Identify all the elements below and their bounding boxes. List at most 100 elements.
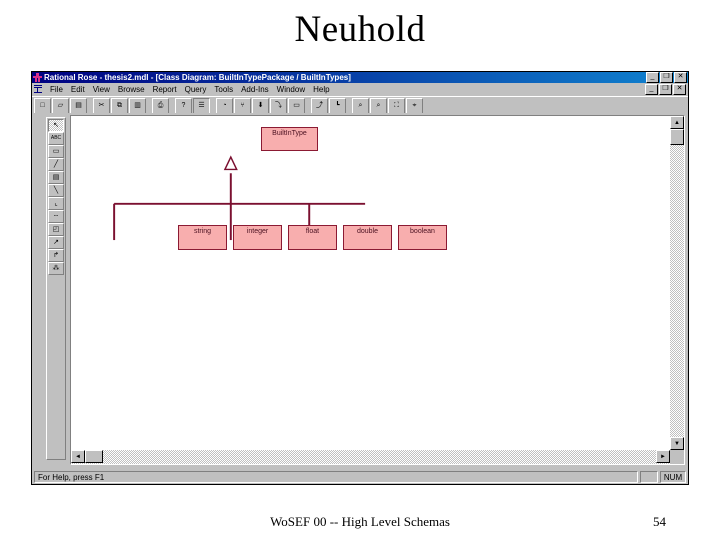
use-case-diagram-icon: ◔: [222, 102, 227, 109]
window-controls: _ ❐ ✕: [646, 72, 687, 83]
menu-item-window[interactable]: Window: [276, 84, 306, 94]
print-button[interactable]: ⎙: [152, 97, 169, 114]
package-tool[interactable]: ◰: [48, 223, 64, 236]
mdi-child-controls: _ ❐ ✕: [645, 83, 686, 95]
undo-fit-button[interactable]: ⌖: [406, 97, 423, 114]
browse-component-diagram-button[interactable]: ⑂: [234, 97, 251, 114]
window-close-button[interactable]: ✕: [674, 72, 687, 83]
scroll-left-button[interactable]: ◄: [71, 450, 85, 463]
horizontal-scrollbar[interactable]: ◄ ►: [71, 450, 670, 464]
scrollbar-corner: [670, 450, 684, 464]
browse-previous-button[interactable]: ┗: [329, 97, 346, 114]
zoom-in-button[interactable]: ⌕: [352, 97, 369, 114]
scroll-down-button[interactable]: ▼: [670, 437, 684, 450]
window-restore-button[interactable]: ❐: [660, 72, 673, 83]
browse-class-diagram-button[interactable]: ☰: [193, 97, 210, 114]
note-anchor-tool[interactable]: ╱: [48, 158, 64, 171]
zoom-out-button[interactable]: ⌕: [370, 97, 387, 114]
new-model-button[interactable]: □: [34, 97, 51, 114]
class-box-float[interactable]: float: [288, 225, 337, 250]
class-tool[interactable]: ▤: [48, 171, 64, 184]
work-area: ↖ ABC ▭ ╱ ▤ ╲ ⌞ ┄ ◰ ↗ ↱ ⁂: [32, 113, 688, 468]
menu-item-query[interactable]: Query: [184, 84, 207, 94]
generalization-tool[interactable]: ↗: [48, 236, 64, 249]
page-title: Neuhold: [294, 9, 426, 50]
vertical-scroll-thumb[interactable]: [670, 129, 684, 145]
save-model-button[interactable]: ▤: [70, 97, 87, 114]
mdi-close-button[interactable]: ✕: [673, 83, 686, 95]
interface-tool[interactable]: ⁂: [48, 262, 64, 275]
cut-button[interactable]: ✂: [93, 97, 110, 114]
copy-icon: ⧉: [117, 102, 122, 109]
realize-tool[interactable]: ↱: [48, 249, 64, 262]
scroll-right-button[interactable]: ►: [656, 450, 670, 463]
open-model-button[interactable]: ▱: [52, 97, 69, 114]
note-icon: ▭: [52, 148, 60, 155]
browse-interaction-diagram-button[interactable]: ⤵: [270, 97, 287, 114]
menu-item-edit[interactable]: Edit: [70, 84, 85, 94]
status-num-indicator: NUM: [660, 470, 686, 483]
browse-deployment-diagram-button[interactable]: ▭: [288, 97, 305, 114]
fit-window-icon: ⛶: [394, 102, 399, 109]
state-machine-icon: ⬇: [257, 102, 264, 109]
diagram-canvas[interactable]: BuiltInType string integer float double: [71, 116, 670, 450]
mdi-minimize-button[interactable]: _: [645, 83, 658, 95]
mdi-document-icon[interactable]: [33, 84, 43, 94]
class-box-string[interactable]: string: [178, 225, 227, 250]
selector-tool[interactable]: ↖: [48, 119, 64, 132]
menu-item-view[interactable]: View: [92, 84, 110, 94]
menu-item-file[interactable]: File: [50, 84, 63, 94]
save-model-icon: ▤: [75, 102, 82, 109]
context-help-button[interactable]: ?: [175, 97, 192, 114]
note-tool[interactable]: ▭: [48, 145, 64, 158]
class-name-builtintype: BuiltInType: [272, 130, 307, 137]
aggregation-tool[interactable]: ⌞: [48, 197, 64, 210]
class-box-boolean[interactable]: boolean: [398, 225, 447, 250]
rational-rose-window: Rational Rose - thesis2.mdl - [Class Dia…: [31, 71, 689, 485]
diagram-toolbox: ↖ ABC ▭ ╱ ▤ ╲ ⌞ ┄ ◰ ↗ ↱ ⁂: [46, 117, 66, 460]
class-name-string: string: [193, 228, 212, 235]
association-line-icon: ╲: [53, 187, 59, 194]
browse-parent-button[interactable]: ⤴: [311, 97, 328, 114]
status-hint-text: For Help, press F1: [34, 470, 638, 483]
window-title-text: Rational Rose - thesis2.mdl - [Class Dia…: [44, 73, 351, 82]
menu-items: File Edit View Browse Report Query Tools…: [46, 84, 641, 95]
statusbar: For Help, press F1 NUM: [32, 469, 688, 484]
paste-button[interactable]: ▥: [129, 97, 146, 114]
window-titlebar: Rational Rose - thesis2.mdl - [Class Dia…: [32, 72, 688, 83]
open-model-icon: ▱: [57, 102, 64, 109]
menu-item-tools[interactable]: Tools: [214, 84, 234, 94]
menu-item-report[interactable]: Report: [152, 84, 177, 94]
interface-icon: ⁂: [52, 265, 60, 272]
undo-fit-icon: ⌖: [412, 102, 417, 109]
menu-item-help[interactable]: Help: [313, 84, 330, 94]
class-box-integer[interactable]: integer: [233, 225, 282, 250]
menubar: File Edit View Browse Report Query Tools…: [32, 83, 688, 96]
horizontal-scroll-thumb[interactable]: [85, 450, 103, 463]
window-minimize-button[interactable]: _: [646, 72, 659, 83]
text-abc-icon: ABC: [50, 135, 62, 141]
class-name-integer: integer: [246, 228, 269, 235]
class-box-builtintype[interactable]: BuiltInType: [261, 127, 318, 151]
arrow-cursor-icon: ↖: [53, 122, 59, 129]
package-folder-icon: ◰: [52, 226, 60, 233]
class-diagram-icon: ☰: [198, 102, 205, 109]
diagram-canvas-container: BuiltInType string integer float double: [70, 115, 685, 465]
copy-button[interactable]: ⧉: [111, 97, 128, 114]
fit-in-window-button[interactable]: ⛶: [388, 97, 405, 114]
class-box-double[interactable]: double: [343, 225, 392, 250]
association-tool[interactable]: ╲: [48, 184, 64, 197]
scroll-up-button[interactable]: ▲: [670, 116, 684, 129]
status-spacer-cell: [640, 470, 658, 483]
parent-arrow-icon: ⤴: [316, 102, 323, 109]
dependency-tool[interactable]: ┄: [48, 210, 64, 223]
browse-state-machine-button[interactable]: ⬇: [252, 97, 269, 114]
menu-item-addins[interactable]: Add-Ins: [241, 84, 269, 94]
zoom-out-icon: ⌕: [376, 102, 381, 109]
browse-use-case-diagram-button[interactable]: ◔: [216, 97, 233, 114]
text-tool[interactable]: ABC: [48, 132, 64, 145]
vertical-scrollbar[interactable]: ▲ ▼: [670, 116, 684, 450]
menu-item-browse[interactable]: Browse: [117, 84, 145, 94]
mdi-restore-button[interactable]: ❐: [659, 83, 672, 95]
